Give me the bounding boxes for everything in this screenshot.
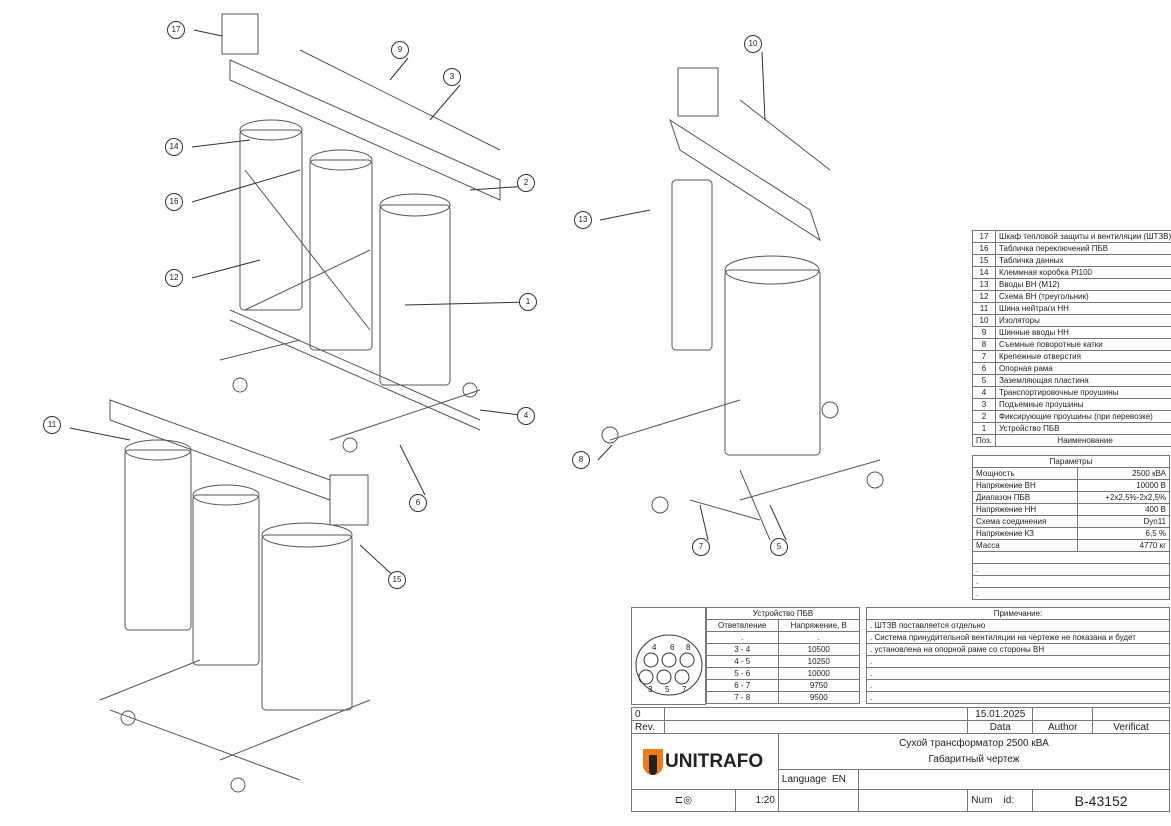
document-id: B-43152 (1032, 789, 1170, 812)
tap-label: 7 (682, 685, 687, 694)
parts-header: Поз.Наименование (972, 434, 1171, 447)
pbv-col-tap: Ответвление (706, 619, 779, 632)
callout-6: 6 (409, 494, 427, 512)
note-line: . Система принудительной вентиляции на ч… (866, 631, 1170, 644)
parameter-row: Диапазон ПБВ+2x2,5%-2x2,5% (971, 491, 1170, 504)
logo-mark-icon (643, 748, 663, 775)
callout-15: 15 (388, 571, 406, 589)
rev-label: Rev. (631, 720, 665, 734)
callout-3: 3 (443, 68, 461, 86)
callout-4: 4 (517, 407, 535, 425)
date-value: 15.01.2025 (967, 707, 1034, 721)
data-label: Data (967, 720, 1034, 734)
callout-14: 14 (165, 138, 183, 156)
callout-13: 13 (574, 211, 592, 229)
pbv-terminal-diagram (635, 634, 703, 696)
transformer-view-front (219, 13, 501, 453)
transformer-view-back (99, 399, 371, 793)
callout-5: 5 (770, 538, 788, 556)
drawing-subtitle: Габаритный чертеж (928, 753, 1020, 765)
callout-1: 1 (519, 293, 537, 311)
parameters-title: Параметры (972, 455, 1170, 468)
callout-8: 8 (572, 451, 590, 469)
callout-11: 11 (43, 416, 61, 434)
logo-text: UNITRAFO (665, 750, 764, 772)
callout-10: 10 (744, 35, 762, 53)
callout-17: 17 (167, 21, 185, 39)
transformer-view-side (601, 67, 884, 541)
callout-7: 7 (692, 538, 710, 556)
callout-12: 12 (165, 269, 183, 287)
callout-2: 2 (517, 174, 535, 192)
pbv-diagram: 4 6 8 3 5 7 (631, 607, 706, 705)
note-line: . ШТЗВ поставляется отдельно (866, 619, 1170, 632)
callout-9: 9 (391, 41, 409, 59)
logo: UNITRAFO (631, 733, 779, 790)
callout-leaders (69, 29, 787, 581)
revision-number: 0 (631, 707, 665, 721)
num-field: Num id: (967, 789, 1034, 812)
drawing-title: Сухой трансформатор 2500 кВА (899, 737, 1049, 749)
tap-label: 8 (686, 643, 691, 652)
tap-label: 5 (665, 685, 670, 694)
tap-label: 4 (652, 643, 657, 652)
notes-table: Примечание: . ШТЗВ поставляется отдельно… (866, 607, 1170, 704)
notes-title: Примечание: (866, 607, 1170, 620)
author-label: Author (1032, 720, 1094, 734)
projection-symbol-icon: ⊏◎ (631, 789, 736, 812)
verificat-label: Verificat (1092, 720, 1170, 734)
tap-label: 6 (670, 643, 675, 652)
pbv-title: Устройство ПБВ (706, 607, 860, 620)
scale-value: 1:20 (734, 789, 779, 812)
note-line: . установлена на опорной раме со стороны… (866, 643, 1170, 656)
pbv-col-voltage: Напряжение, В (777, 619, 860, 632)
tap-label: 3 (648, 685, 653, 694)
language-field: Language EN (777, 769, 859, 790)
callout-16: 16 (165, 193, 183, 211)
